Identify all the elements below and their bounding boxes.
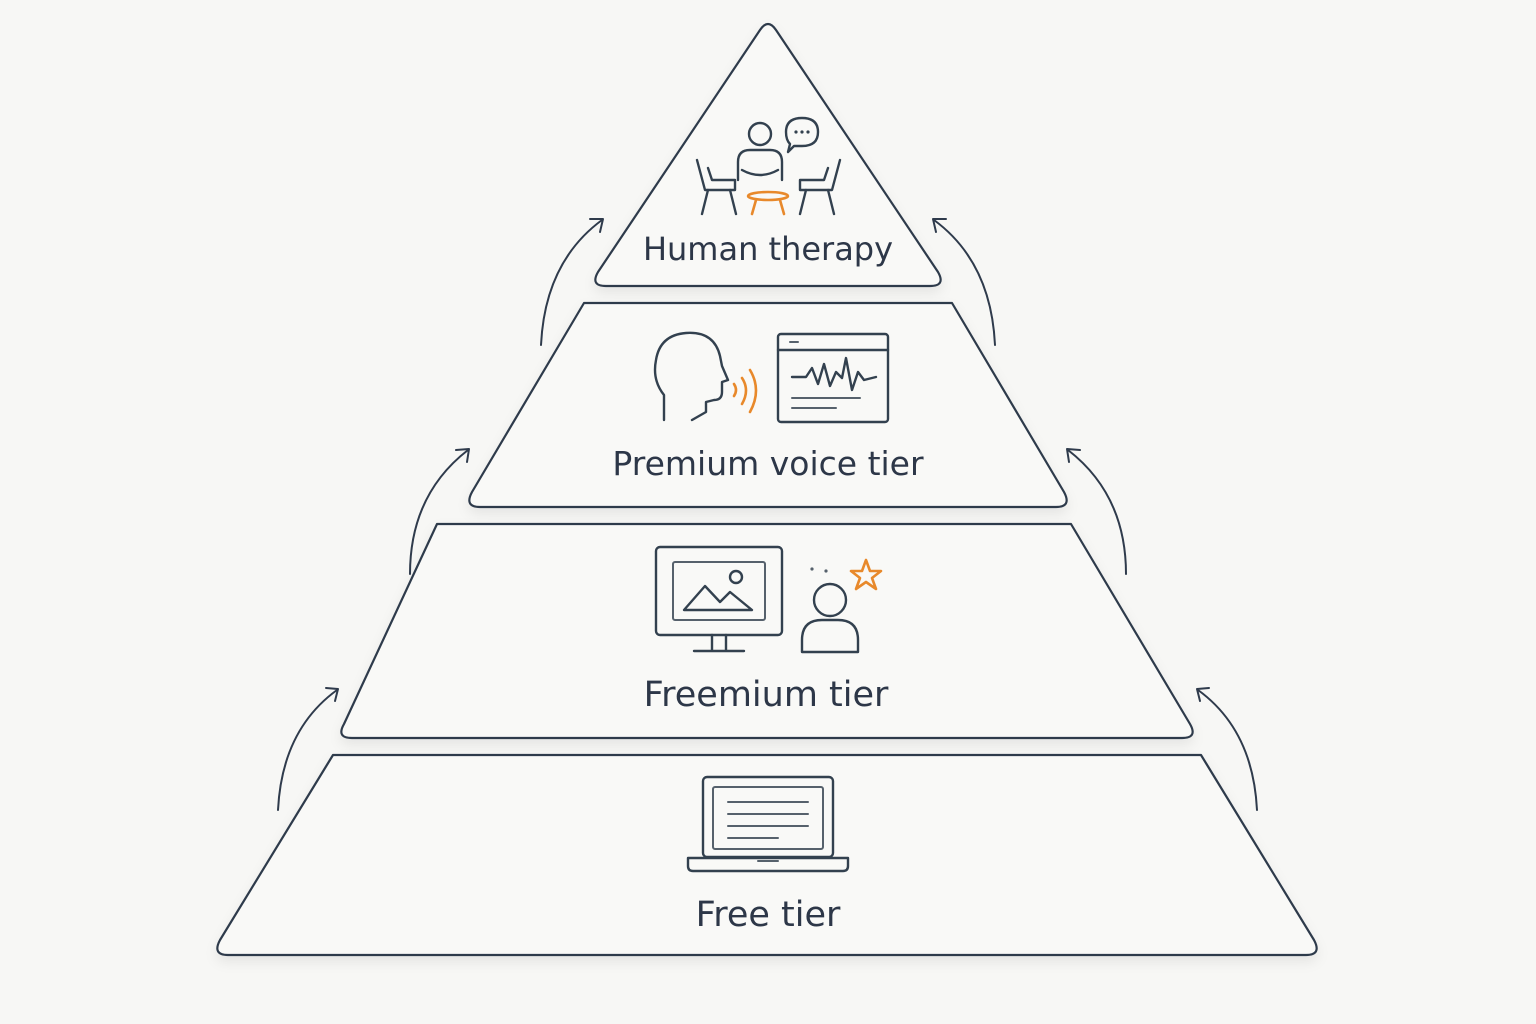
arrow-left-1 [277, 689, 338, 811]
tier-freemium-shape [340, 522, 1194, 740]
upgrade-arrows [277, 218, 1258, 811]
arrow-left-2 [409, 449, 469, 575]
tier-label-freemium: Freemium tier [644, 675, 889, 715]
laptop-document-icon [686, 775, 850, 873]
arrow-right-1 [1197, 689, 1258, 811]
tier-label-premium-voice: Premium voice tier [612, 444, 924, 483]
arrow-right-2 [1067, 449, 1127, 575]
speaking-head-icon [653, 331, 758, 422]
tier-premium-voice-shape [468, 301, 1068, 509]
tier-human-therapy-shape [594, 22, 942, 288]
user-star-icon [800, 558, 883, 654]
arrow-left-3 [540, 219, 603, 346]
tier-label-free: Free tier [696, 895, 841, 935]
therapy-session-icon [695, 116, 842, 216]
tier-label-human-therapy: Human therapy [643, 230, 893, 268]
arrow-right-3 [933, 219, 996, 346]
voice-waveform-window-icon [776, 332, 890, 424]
tier-free-shape [216, 753, 1318, 957]
image-monitor-icon [654, 545, 784, 653]
